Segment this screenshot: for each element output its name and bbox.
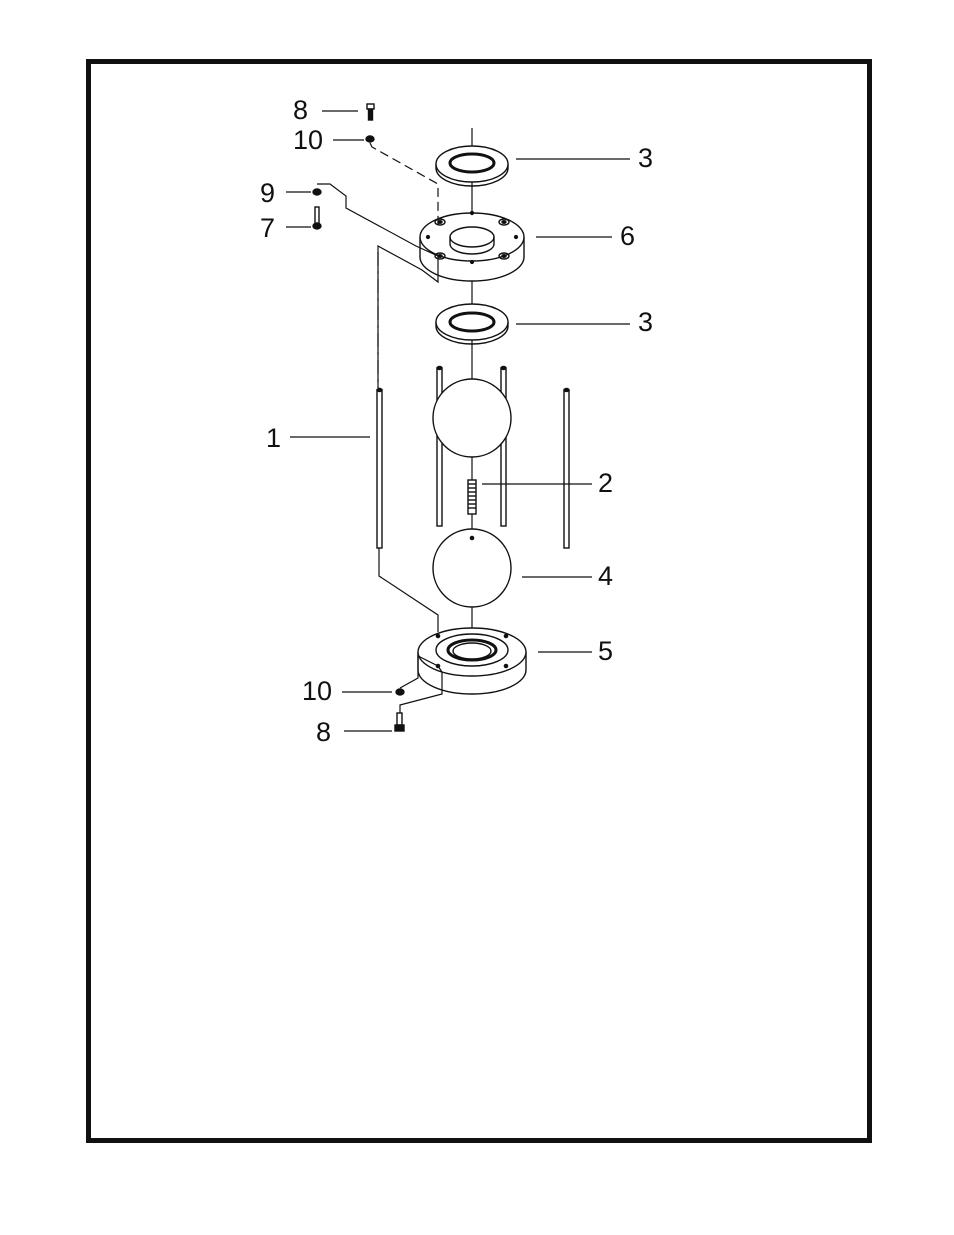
center-spring [468, 480, 476, 514]
bottom-bolt [395, 713, 404, 731]
long-bolt [313, 207, 321, 229]
washer-9 [313, 189, 321, 195]
callout-10-top: 10 [293, 125, 323, 155]
rod-back-right [501, 367, 506, 527]
callout-8-top: 8 [293, 95, 308, 125]
callout-4: 4 [598, 561, 613, 591]
upper-mounting-plate [420, 212, 524, 281]
callout-2: 2 [598, 468, 613, 498]
callout-7: 7 [260, 213, 275, 243]
callout-5: 5 [598, 636, 613, 666]
bottom-washer [396, 689, 404, 695]
lower-ball [433, 529, 511, 607]
callout-3-upper: 3 [638, 143, 653, 173]
upper-ball [433, 379, 511, 457]
callout-3-lower: 3 [638, 307, 653, 337]
lower-mounting-plate [418, 628, 526, 694]
callout-1: 1 [266, 423, 281, 453]
top-bolt [367, 104, 374, 120]
callout-8-bottom: 8 [316, 717, 331, 747]
callout-9: 9 [260, 178, 275, 208]
callout-10-bottom: 10 [302, 676, 332, 706]
upper-bearing-ring [436, 146, 508, 186]
top-washer [366, 136, 374, 142]
lower-bearing-ring [436, 304, 508, 344]
rod-right [564, 389, 569, 549]
rod-back-left [437, 367, 442, 527]
callout-6: 6 [620, 221, 635, 251]
rod-left [377, 389, 382, 549]
